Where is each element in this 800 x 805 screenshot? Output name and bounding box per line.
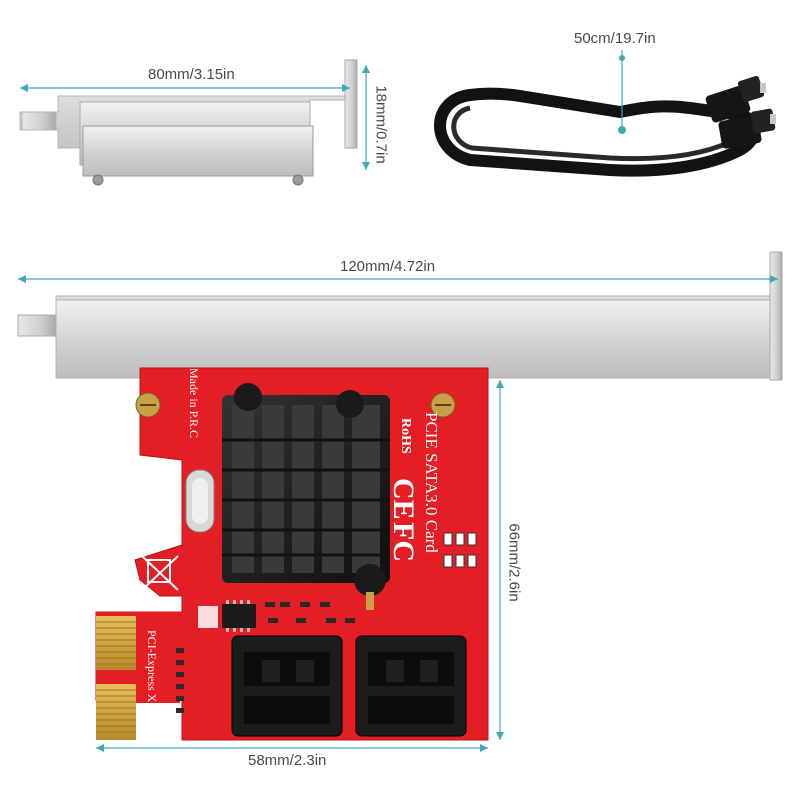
bracket-screw-left <box>135 392 161 418</box>
card-width-dimension <box>96 744 488 752</box>
cable-length-marker <box>618 50 626 134</box>
sata-cable <box>434 75 776 177</box>
small-bracket-width-dimension <box>20 84 350 92</box>
status-leds <box>443 532 477 568</box>
rohs-mark: RoHS <box>398 418 413 454</box>
board-model-text: PCIE SATA3.0 Card <box>422 412 441 553</box>
ce-mark: CE <box>387 478 420 520</box>
heatsink <box>222 383 390 610</box>
full-bracket-width-label: 120mm/4.72in <box>340 258 436 275</box>
card-height-dimension <box>496 380 504 740</box>
small-bracket-width-label: 80mm/3.15in <box>148 66 235 83</box>
smd-components <box>176 602 355 713</box>
full-bracket-width-dimension <box>18 275 778 283</box>
gold-finger-connector <box>96 616 136 740</box>
fcc-mark: FC <box>387 522 420 562</box>
board-interface-text: PCI-Express X1 <box>145 630 159 708</box>
small-bracket-height-label: 18mm/0.7in <box>372 85 390 164</box>
low-profile-bracket <box>19 59 358 186</box>
sata-port-1 <box>231 635 343 737</box>
board-origin-text: Made in P.R.C <box>187 368 201 438</box>
sata-port-2 <box>355 635 467 737</box>
full-height-bracket <box>17 251 783 381</box>
weee-bin-symbol <box>141 555 179 591</box>
small-bracket-height-dimension <box>362 65 370 170</box>
card-width-label: 58mm/2.3in <box>248 752 327 769</box>
controller-chip <box>198 600 256 632</box>
cable-length-label: 50cm/19.7in <box>574 30 656 47</box>
crystal-oscillator <box>185 469 215 533</box>
bracket-screw-right <box>430 392 456 418</box>
card-height-label: 66mm/2.6in <box>505 523 523 602</box>
